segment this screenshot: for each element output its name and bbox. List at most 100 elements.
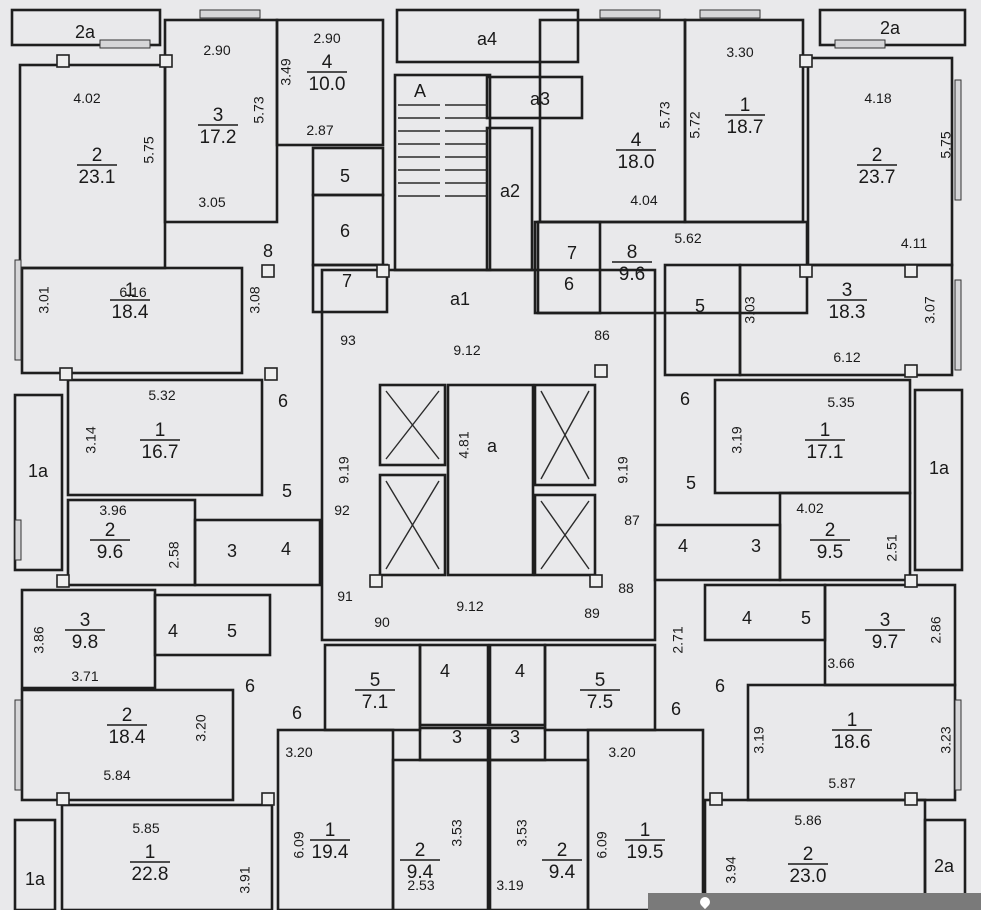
dimension-label: 3.66: [827, 655, 854, 671]
dimension-label: 9.12: [453, 342, 480, 358]
dimension-label: 3.19: [751, 726, 767, 753]
room-number: 2: [872, 145, 883, 166]
window: [599, 9, 661, 19]
dimension-label: 5.85: [132, 820, 159, 836]
dimension-label: 6.12: [833, 349, 860, 365]
dimension-label: 5.84: [103, 767, 130, 783]
space-label: 6: [564, 274, 574, 294]
dimension-label: 86: [594, 327, 610, 343]
room-area: 22.8: [132, 864, 169, 885]
dimension-label: 2.86: [928, 616, 944, 643]
room-number: 4: [322, 52, 333, 73]
space-label: 3: [510, 727, 520, 747]
elevator-cross: [385, 480, 440, 570]
wall-outline: [275, 18, 385, 147]
dimension-label: 3.20: [285, 744, 312, 760]
wall-outline: [536, 220, 602, 315]
space-label: 5: [686, 473, 696, 493]
wall-outline: [533, 493, 597, 577]
space-label: 4: [742, 608, 752, 628]
dimension-label: 5.72: [687, 111, 703, 138]
dimension-label: 3.91: [237, 866, 253, 893]
room-area: 9.5: [817, 542, 843, 563]
space-label: 2a: [934, 856, 955, 876]
room-number: 3: [842, 280, 853, 301]
space-label: 4: [281, 539, 291, 559]
elevator-cross: [540, 500, 590, 570]
dimension-label: 3.49: [278, 58, 294, 85]
wall-outline: [818, 8, 967, 47]
wall-outline: [153, 593, 272, 657]
room-number: 2: [825, 520, 836, 541]
column: [904, 364, 918, 378]
room-area: 23.7: [859, 167, 896, 188]
room-area: 9.7: [872, 632, 898, 653]
space-label: 5: [340, 166, 350, 186]
wall-outline: [20, 688, 235, 802]
space-label: 6: [340, 221, 350, 241]
wall-outline: [586, 728, 705, 910]
window: [699, 9, 761, 19]
wall-outline: [703, 583, 827, 642]
space-label: 2a: [75, 22, 96, 42]
labels: 223.1317.2410.0118.4116.729.639.8218.412…: [25, 18, 955, 894]
dimension-label: 3.20: [193, 714, 209, 741]
room-number: 1: [325, 820, 336, 841]
dimension-label: 2.53: [407, 877, 434, 893]
room-area: 7.5: [587, 692, 613, 713]
dimension-label: 6.09: [594, 831, 610, 858]
dimension-label: 4.02: [73, 90, 100, 106]
room-number: 3: [80, 610, 91, 631]
room-area: 19.4: [312, 842, 349, 863]
room-number: 8: [627, 242, 638, 263]
room-number: 3: [213, 105, 224, 126]
column: [904, 264, 918, 278]
column: [56, 792, 70, 806]
space-label: 6: [680, 389, 690, 409]
wall-outline: [533, 383, 597, 487]
dimension-label: 4.81: [456, 431, 472, 458]
space-label: 4: [168, 621, 178, 641]
column: [376, 264, 390, 278]
dimension-label: 5.73: [657, 101, 673, 128]
space-label: 6: [278, 391, 288, 411]
dimension-label: 93: [340, 332, 356, 348]
column: [56, 54, 70, 68]
room-number: 1: [155, 420, 166, 441]
room-area: 9.6: [619, 264, 645, 285]
room-area: 9.8: [72, 632, 98, 653]
wall-outline: [378, 383, 447, 467]
wall-outline: [393, 73, 492, 272]
space-label: 4: [678, 536, 688, 556]
space-label: a4: [477, 29, 497, 49]
wall-outline: [320, 268, 657, 642]
column: [159, 54, 173, 68]
wall-outline: [391, 758, 490, 910]
wall-outline: [418, 643, 490, 727]
wall-outline: [60, 803, 274, 910]
room-number: 2: [415, 840, 426, 861]
window: [199, 9, 261, 19]
room-area: 18.0: [618, 152, 655, 173]
room-area: 18.4: [112, 302, 149, 323]
window: [14, 259, 22, 361]
map-pin-icon[interactable]: [697, 894, 713, 910]
space-label: A: [414, 81, 426, 101]
room-number: 2: [92, 145, 103, 166]
dimension-label: 5.75: [938, 131, 954, 158]
dimension-label: 89: [584, 605, 600, 621]
space-label: 3: [227, 541, 237, 561]
dimension-label: 5.32: [148, 387, 175, 403]
wall-outline: [13, 393, 64, 572]
wall-outline: [311, 263, 389, 314]
dimension-label: 2.90: [313, 30, 340, 46]
column: [799, 264, 813, 278]
room-area: 9.4: [549, 862, 576, 883]
column: [264, 367, 278, 381]
dimension-label: 4.18: [864, 90, 891, 106]
room-area: 18.3: [829, 302, 866, 323]
elevator-cross: [385, 390, 440, 460]
dimension-label: 3.20: [608, 744, 635, 760]
wall-outline: [485, 75, 584, 120]
